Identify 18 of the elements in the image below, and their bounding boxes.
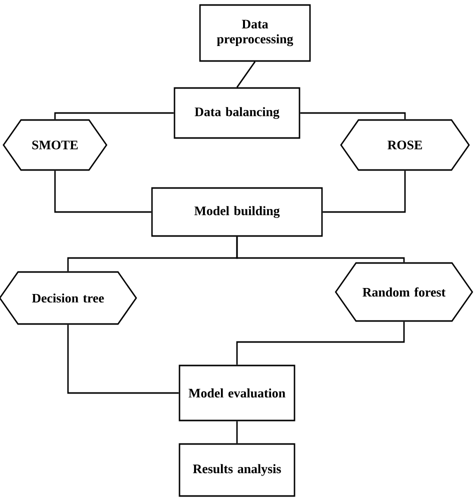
hexagon-box: SMOTE xyxy=(2,119,108,171)
hexagon-box: Random forest xyxy=(334,262,474,322)
connector-line xyxy=(300,112,406,120)
connector-line xyxy=(67,324,179,394)
process-box: Model building xyxy=(151,187,323,237)
connector-line xyxy=(322,170,406,213)
process-box: Results analysis xyxy=(178,443,296,497)
connector-line xyxy=(236,61,256,88)
process-box: Model evaluation xyxy=(178,364,296,422)
process-box: Data balancing xyxy=(174,87,300,139)
hexagon-box: ROSE xyxy=(340,119,470,171)
process-box: Data preprocessing xyxy=(199,4,311,62)
connector-line xyxy=(54,112,174,120)
hexagon-box: Decision tree xyxy=(0,271,138,325)
connector-line xyxy=(54,170,152,213)
connector-line xyxy=(236,421,238,444)
connector-line xyxy=(236,236,405,262)
connector-line xyxy=(236,322,405,365)
